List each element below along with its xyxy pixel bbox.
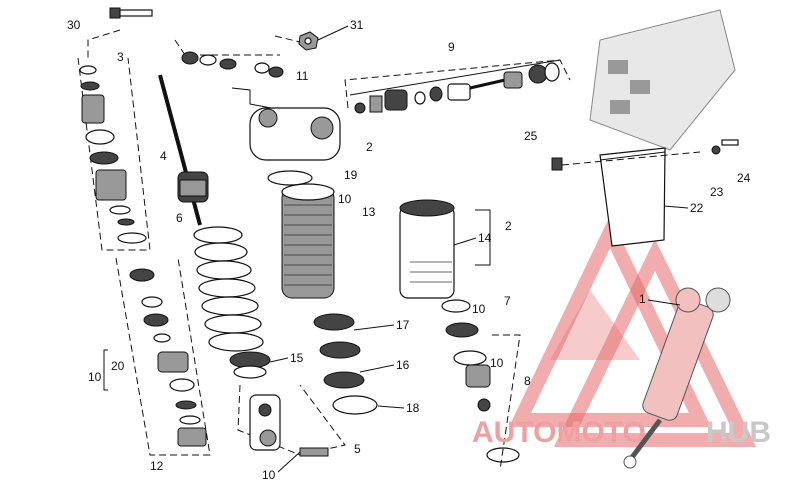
label-1: 1: [639, 292, 646, 306]
label-8: 8: [524, 374, 531, 388]
label-13: 13: [362, 205, 376, 219]
label-24: 24: [737, 171, 751, 185]
label-18: 18: [406, 401, 420, 415]
bolt-30: [109, 7, 153, 19]
label-25: 25: [524, 129, 538, 143]
lower-eye-5: [237, 384, 346, 457]
label-17: 17: [396, 318, 410, 332]
watermark-part1: AUTOMOTO: [472, 416, 646, 449]
label-23: 23: [710, 185, 724, 199]
label-19: 19: [344, 168, 358, 182]
lock-rings: [313, 313, 378, 415]
part-column-12: [115, 257, 211, 456]
label-10c: 10: [88, 370, 102, 384]
spring-6: [193, 226, 264, 352]
watermark-logo: [508, 215, 757, 447]
label-7: 7: [504, 294, 511, 308]
label-10a: 10: [338, 192, 352, 206]
label-3: 3: [117, 50, 124, 64]
part-column-3: [77, 57, 151, 251]
label-callouts: 30 31 9 3 11 2 25 4 19 23 24 10 13 22 6 …: [67, 18, 751, 482]
label-9: 9: [448, 40, 455, 54]
nut-31: [298, 31, 319, 51]
label-10e: 10: [262, 468, 276, 482]
label-2b: 2: [505, 219, 512, 233]
label-4: 4: [160, 149, 167, 163]
valve-assembly-9: [349, 59, 561, 114]
label-30: 30: [67, 18, 81, 32]
label-5: 5: [354, 442, 361, 456]
label-31: 31: [350, 18, 364, 32]
label-20: 20: [111, 359, 125, 373]
damper-rod-4: [158, 74, 209, 226]
watermark-part2: HUB: [706, 416, 771, 449]
label-16: 16: [396, 358, 410, 372]
label-11: 11: [296, 69, 309, 83]
label-14: 14: [478, 231, 492, 245]
reservoir-rings: [441, 299, 521, 471]
watermark-text: AUTOMOTO HUB: [472, 416, 771, 449]
label-10d: 10: [490, 356, 504, 370]
label-10b: 10: [472, 302, 486, 316]
upper-shock-body: [181, 51, 341, 299]
reservoir-14: [399, 199, 491, 299]
label-6: 6: [176, 211, 183, 225]
label-2a: 2: [366, 140, 373, 154]
bracket-25: [551, 157, 563, 171]
spring-seat-15: [229, 351, 271, 379]
fender-22: [589, 9, 736, 247]
label-15: 15: [290, 351, 304, 365]
label-12: 12: [150, 459, 164, 473]
label-22: 22: [690, 201, 704, 215]
bolt-24: [711, 139, 739, 155]
assembled-shock-1: [623, 287, 731, 469]
